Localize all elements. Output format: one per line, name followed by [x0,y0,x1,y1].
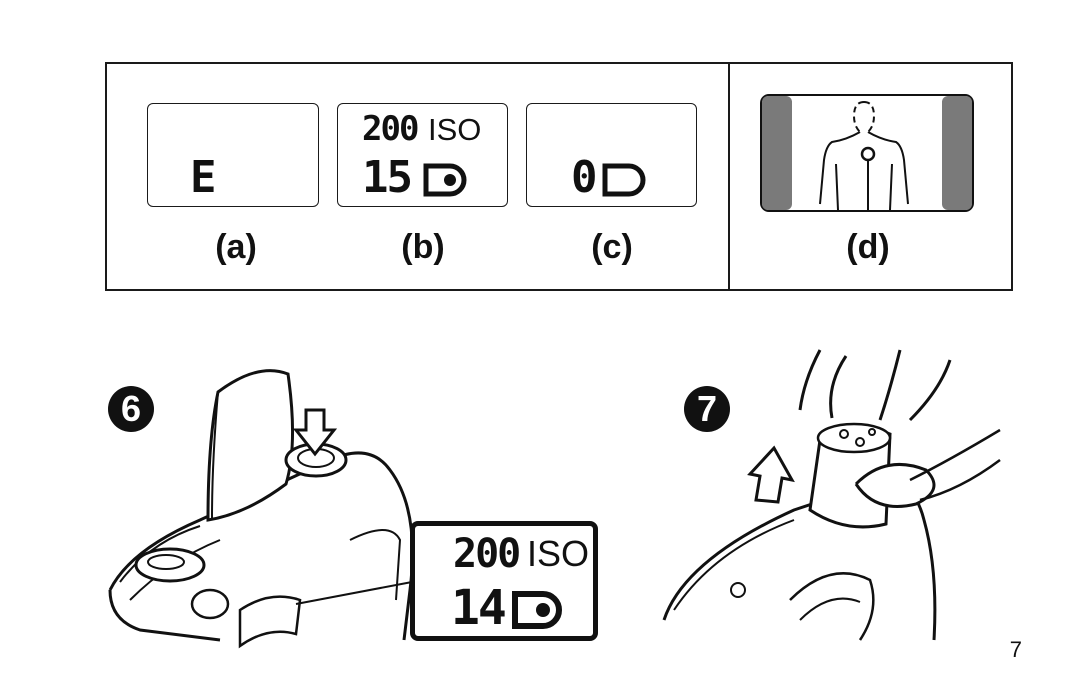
lcd-display-b: 200 ISO 15 [337,103,508,207]
panel-label-a: (a) [215,228,257,266]
lcd-b-iso-unit: ISO [428,112,482,147]
battery-removal-illustration [662,349,1001,641]
camera-film-door-illustration [108,369,414,649]
film-roll-icon [602,163,646,197]
step6-iso-unit: ISO [527,533,590,574]
step6-lcd-display: 200 ISO 14 [410,521,598,641]
step6-frame-count: 14 [451,580,507,636]
panel-label-c: (c) [591,228,633,266]
press-arrow-icon [292,408,338,457]
lcd-b-frame-count: 15 [362,152,413,203]
step-number-6: 6 [108,386,154,432]
panel-divider [728,62,730,291]
lcd-a-main-readout: E [190,152,216,203]
lcd-display-c: 0 [526,103,697,207]
lcd-b-iso-value: 200 [362,109,419,149]
lift-arrow-icon [747,445,795,504]
panel-label-b: (b) [401,228,445,266]
film-roll-icon [423,163,467,197]
lcd-c-frame-count: 0 [571,152,597,203]
step-number-7: 7 [684,386,730,432]
lcd-illustration-panel [105,62,1013,291]
page-number: 7 [1009,637,1022,662]
af-target-icon [860,146,876,212]
lcd-display-a: E [147,103,319,207]
panel-label-d: (d) [846,228,890,266]
viewfinder-illustration [760,94,974,212]
step6-iso-value: 200 [453,531,521,577]
film-roll-icon [512,591,562,629]
